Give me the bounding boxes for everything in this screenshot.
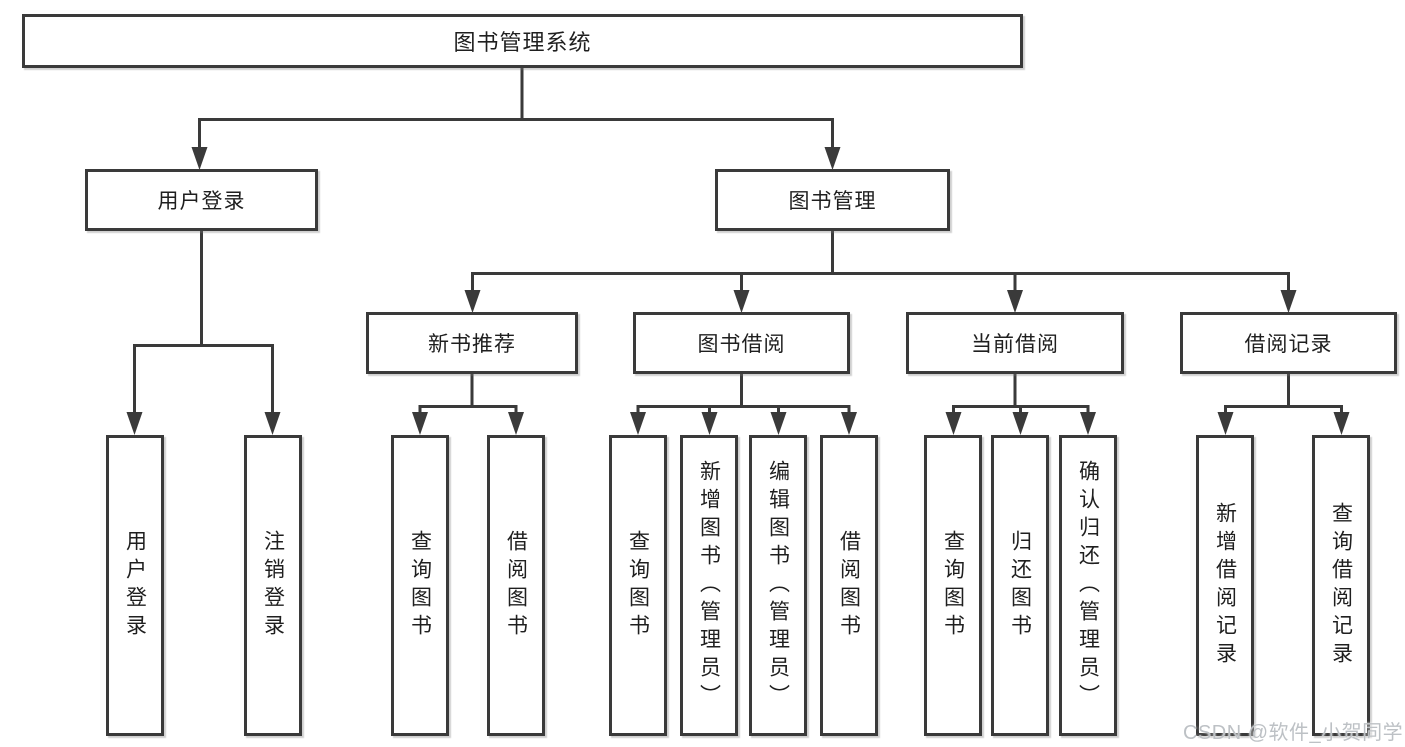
leaf-query-books-current: 查询图书 <box>924 435 982 736</box>
node-borrow-record: 借阅记录 <box>1180 312 1397 374</box>
leaf-logout-label: 注销登录 <box>261 529 285 642</box>
node-book-management-label: 图书管理 <box>788 190 877 213</box>
leaf-query-books-recommend: 查询图书 <box>391 435 449 736</box>
leaf-confirm-return-admin: 确认归还（管理员） <box>1059 435 1117 736</box>
leaf-query-borrow-record: 查询借阅记录 <box>1312 435 1370 736</box>
leaf-return-books-label: 归还图书 <box>1008 529 1032 642</box>
node-new-book-recommend-label: 新书推荐 <box>428 333 516 356</box>
node-user-login: 用户登录 <box>85 169 318 231</box>
node-book-borrow-label: 图书借阅 <box>697 333 786 356</box>
leaf-query-borrow-record-label: 查询借阅记录 <box>1329 501 1353 670</box>
node-borrow-record-label: 借阅记录 <box>1244 333 1333 356</box>
node-new-book-recommend: 新书推荐 <box>366 312 578 374</box>
leaf-borrow-books-label: 借阅图书 <box>837 529 861 642</box>
leaf-user-login-label: 用户登录 <box>123 529 147 642</box>
node-current-borrow: 当前借阅 <box>906 312 1124 374</box>
leaf-borrow-books: 借阅图书 <box>820 435 878 736</box>
leaf-edit-books-admin-label: 编辑图书（管理员） <box>766 459 790 712</box>
leaf-logout: 注销登录 <box>244 435 302 736</box>
leaf-add-books-admin: 新增图书（管理员） <box>680 435 738 736</box>
leaf-add-borrow-record-label: 新增借阅记录 <box>1213 501 1237 670</box>
arrowheads <box>126 147 1350 435</box>
leaf-add-borrow-record: 新增借阅记录 <box>1196 435 1254 736</box>
leaf-confirm-return-admin-label: 确认归还（管理员） <box>1076 459 1100 712</box>
node-root-label: 图书管理系统 <box>453 30 592 55</box>
node-current-borrow-label: 当前借阅 <box>971 333 1059 356</box>
leaf-borrow-books-recommend-label: 借阅图书 <box>504 529 528 642</box>
leaf-query-books-borrow: 查询图书 <box>609 435 667 736</box>
watermark: CSDN @软件_小贺同学 <box>1183 722 1404 744</box>
node-book-borrow: 图书借阅 <box>633 312 850 374</box>
leaf-query-books-current-label: 查询图书 <box>941 529 965 642</box>
node-user-login-label: 用户登录 <box>157 190 246 213</box>
leaf-return-books: 归还图书 <box>991 435 1049 736</box>
leaf-query-books-borrow-label: 查询图书 <box>626 529 650 642</box>
leaf-edit-books-admin: 编辑图书（管理员） <box>749 435 807 736</box>
leaf-add-books-admin-label: 新增图书（管理员） <box>697 459 721 712</box>
leaf-query-books-recommend-label: 查询图书 <box>408 529 432 642</box>
node-root: 图书管理系统 <box>22 14 1023 68</box>
node-book-management: 图书管理 <box>715 169 950 231</box>
leaf-user-login: 用户登录 <box>106 435 164 736</box>
leaf-borrow-books-recommend: 借阅图书 <box>487 435 545 736</box>
